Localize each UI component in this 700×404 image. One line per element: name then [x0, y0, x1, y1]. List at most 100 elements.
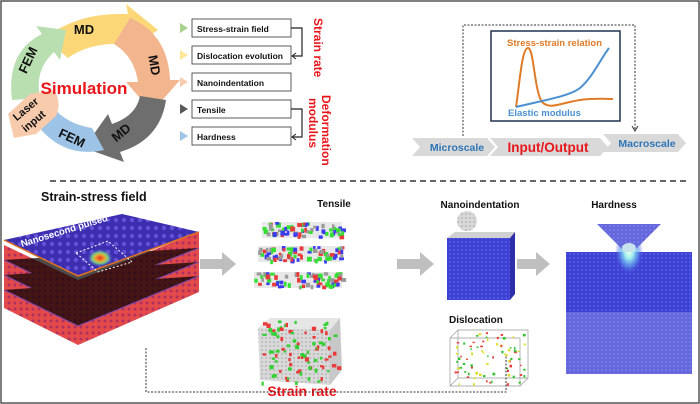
atom-speck: [284, 324, 287, 328]
atom-speck: [317, 256, 322, 262]
atom-speck: [302, 284, 306, 289]
atom-speck: [299, 246, 304, 251]
atom-speck: [331, 364, 337, 368]
atom-speck: [321, 278, 326, 282]
output-item: Stress-strain field: [180, 18, 292, 38]
atom-speck: [276, 335, 280, 339]
atom-speck: [340, 249, 344, 255]
atom-speck: [337, 276, 342, 281]
atom-speck: [312, 246, 316, 250]
output-label: Nanoindentation: [197, 78, 264, 88]
atom-speck: [341, 246, 345, 250]
atom-speck: [295, 344, 300, 350]
atom-speck: [328, 284, 334, 289]
atom-speck: [287, 251, 293, 257]
atom-speck: [266, 323, 271, 328]
atom-speck: [454, 371, 458, 374]
atom-speck: [293, 247, 298, 252]
atom-speck: [456, 360, 458, 364]
atom-speck: [270, 272, 275, 276]
atom-speck: [273, 331, 277, 337]
connector-arrowhead-icon: [631, 125, 639, 132]
atom-speck: [500, 333, 504, 336]
atom-speck: [305, 282, 311, 288]
atom-speck: [285, 377, 289, 382]
atom-speck: [280, 254, 284, 258]
atom-speck: [482, 340, 485, 343]
atom-speck: [320, 329, 324, 334]
output-item: Hardness: [180, 126, 292, 146]
atom-speck: [323, 272, 329, 276]
atom-speck: [307, 360, 310, 364]
group-label-deformation-line2: modulus: [306, 98, 320, 148]
feedback-connector-dashed: [145, 348, 507, 393]
atom-speck: [331, 224, 335, 229]
atom-speck: [297, 277, 301, 283]
atom-speck: [270, 259, 273, 265]
atom-speck: [286, 247, 291, 251]
atom-speck: [319, 249, 325, 254]
stage-label-io: Input/Output: [508, 140, 589, 155]
atom-speck: [282, 248, 286, 252]
atom-speck: [491, 380, 493, 384]
stage-chevron-microscale: [412, 138, 495, 156]
atom-speck: [514, 351, 517, 354]
atom-speck: [522, 333, 526, 337]
atom-speck: [290, 249, 294, 255]
atom-speck: [274, 275, 278, 280]
atom-speck: [506, 369, 509, 373]
atom-speck: [518, 381, 521, 384]
atom-speck: [463, 342, 466, 345]
atom-speck: [476, 335, 479, 337]
atom-speck: [271, 374, 275, 378]
atom-speck: [285, 322, 288, 328]
atom-speck: [260, 275, 264, 279]
atom-speck: [279, 280, 284, 285]
multiscale-panel: Stress-strain relation Elastic modulus M…: [412, 24, 686, 156]
elastic-modulus-curve: [515, 47, 610, 108]
atom-speck: [316, 280, 319, 284]
stage-chevron-macroscale: [603, 134, 686, 152]
atom-speck: [279, 327, 284, 331]
stage-label-macroscale: Macroscale: [618, 138, 675, 150]
atom-speck: [337, 250, 343, 255]
atom-speck: [277, 285, 282, 289]
output-label: Dislocation evolution: [197, 51, 283, 61]
atom-speck: [502, 336, 506, 340]
atom-speck: [278, 229, 282, 232]
atom-speck: [308, 231, 313, 234]
atom-speck: [271, 247, 276, 253]
atom-speck: [319, 282, 323, 286]
atom-speck: [485, 336, 488, 339]
output-label: Tensile: [197, 105, 226, 115]
atom-speck: [259, 247, 263, 252]
atom-speck: [315, 225, 319, 231]
atom-speck: [329, 253, 335, 257]
atom-speck: [268, 350, 273, 354]
atom-speck: [467, 372, 470, 376]
atom-speck: [282, 227, 286, 231]
atom-speck: [301, 234, 307, 239]
atom-speck: [317, 246, 321, 249]
output-list: Stress-strain field Dislocation evolutio…: [180, 18, 333, 166]
atom-speck: [286, 254, 291, 259]
atom-speck: [501, 350, 504, 354]
segment-label-md-right: MD: [145, 54, 163, 77]
atom-speck: [286, 377, 290, 380]
atom-speck: [325, 231, 329, 236]
output-item: Nanoindentation: [180, 72, 292, 92]
atom-speck: [323, 323, 328, 327]
atom-speck: [304, 227, 308, 233]
cube-defects: [261, 320, 342, 386]
atom-speck: [512, 336, 515, 339]
atom-speck: [276, 222, 281, 228]
tensile-specimen: [262, 222, 346, 240]
atom-speck: [262, 353, 267, 356]
atom-speck: [341, 231, 345, 236]
output-box: [191, 45, 292, 65]
atom-speck: [333, 279, 339, 283]
atom-speck: [472, 341, 475, 344]
inset-label-elastic-modulus: Elastic modulus: [508, 108, 581, 119]
atom-speck: [327, 336, 331, 341]
atom-speck: [299, 275, 303, 280]
